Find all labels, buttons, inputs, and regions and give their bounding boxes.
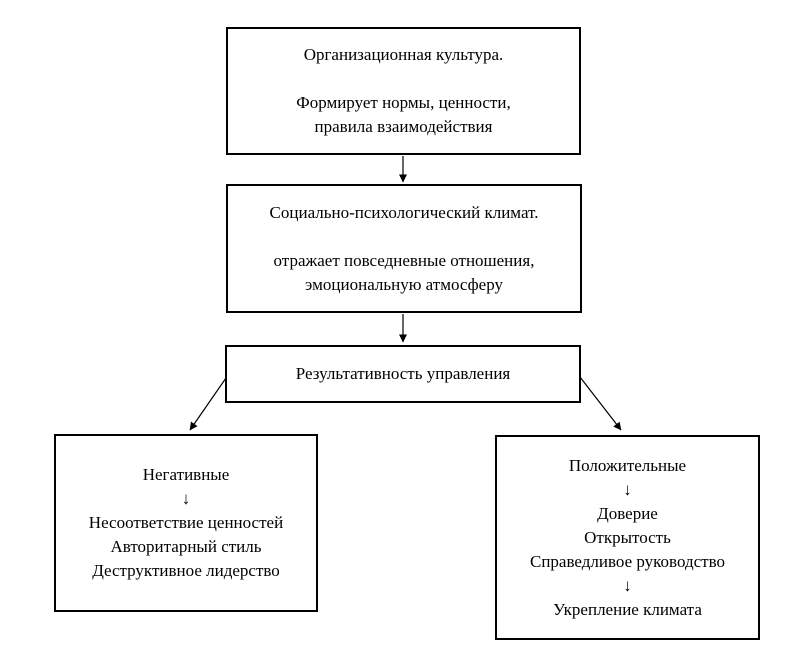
node-line: Формирует нормы, ценности, <box>296 93 511 112</box>
node-negative-factors: Негативные ↓ Несоответствие ценностей Ав… <box>54 434 318 612</box>
node-title: Организационная культура. <box>303 45 504 64</box>
node-org-culture: Организационная культура. Формирует норм… <box>226 27 581 155</box>
down-arrow-glyph: ↓ <box>623 479 632 499</box>
node-line: Доверие <box>597 503 658 523</box>
node-management-effectiveness: Результативность управления <box>225 345 581 403</box>
node-line: отражает повседневные отношения, <box>273 250 535 270</box>
node-line: Открытость <box>584 527 671 547</box>
node-title: Социально-психологический климат. <box>269 202 539 222</box>
node-title: Негативные <box>142 465 230 484</box>
down-arrow-glyph: ↓ <box>181 489 191 508</box>
node-title: Положительные <box>568 455 687 475</box>
arrow-management-to-positive <box>579 376 622 431</box>
node-line: эмоциональную атмосферу <box>305 274 503 294</box>
node-line: Укрепление климата <box>553 599 702 619</box>
node-line: правила взаимодействия <box>314 117 493 136</box>
node-line: Справедливое руководство <box>529 551 725 571</box>
node-line: Несоответствие ценностей <box>88 513 284 532</box>
arrow-management-to-negative <box>189 377 227 431</box>
node-line: Деструктивное лидерство <box>92 561 280 580</box>
node-title: Результативность управления <box>295 364 511 383</box>
down-arrow-glyph: ↓ <box>623 575 632 595</box>
node-positive-factors: Положительные ↓ Доверие Открытость Справ… <box>495 435 760 640</box>
node-socio-psych-climate: Социально-психологический климат. отража… <box>226 184 582 313</box>
node-line: Авторитарный стиль <box>110 537 262 556</box>
